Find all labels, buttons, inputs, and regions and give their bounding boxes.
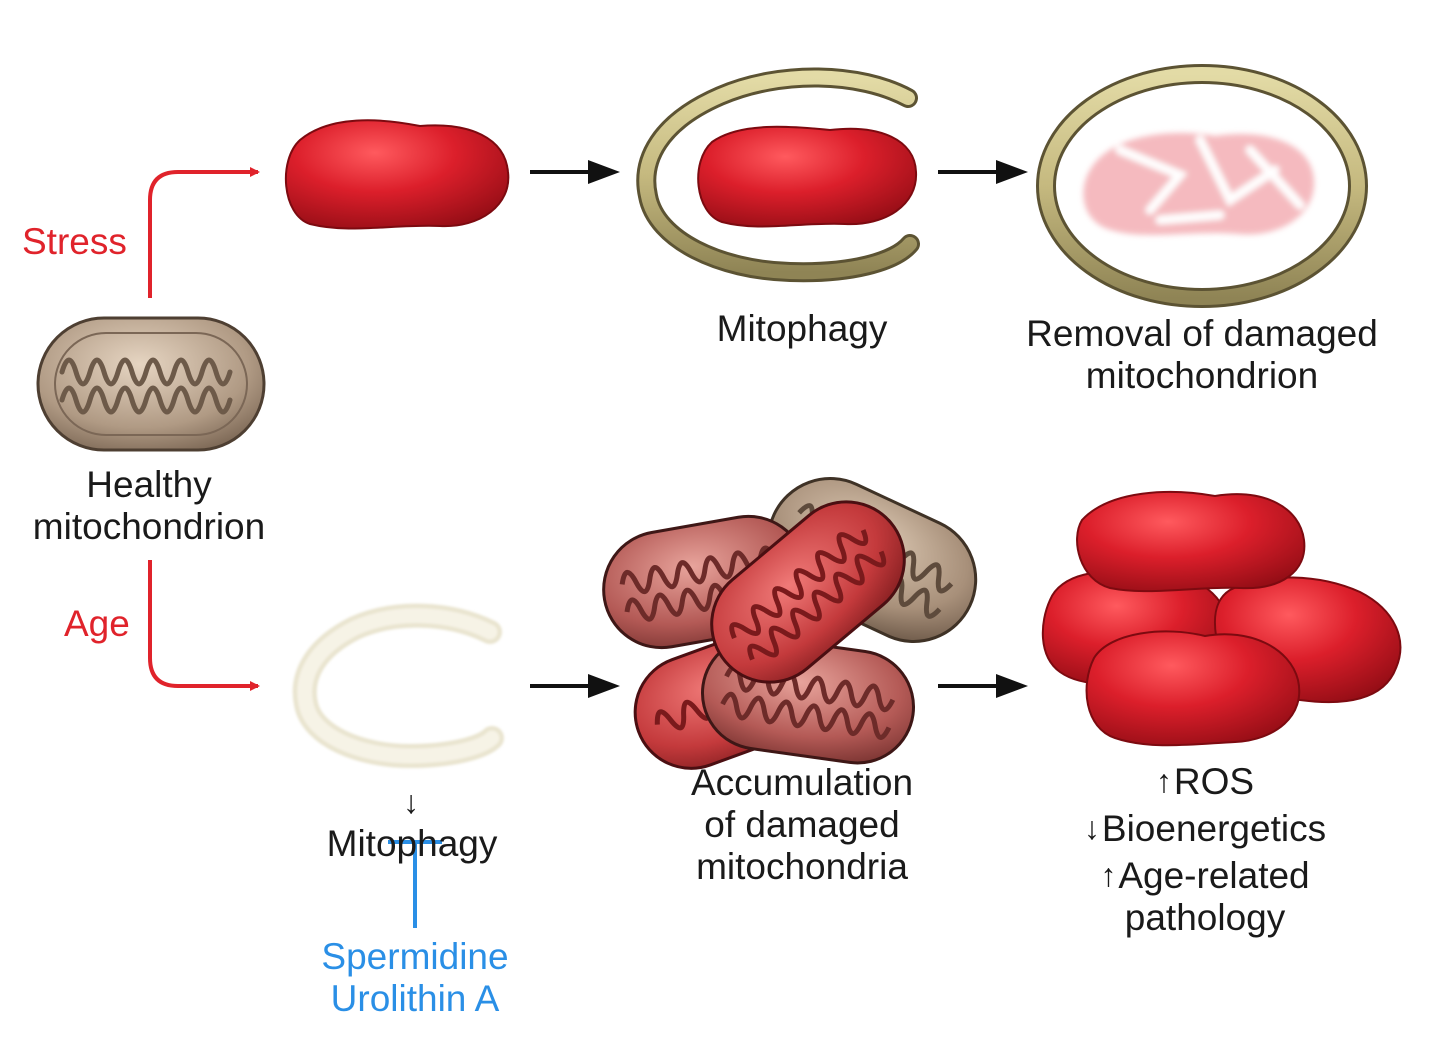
inhibitors-label: Spermidine Urolithin A <box>321 936 509 1019</box>
removal-label: Removal of damaged mitochondrion <box>1026 313 1378 396</box>
healthy-mitochondrion-label: Healthy mitochondrion <box>32 464 266 547</box>
arrow-to-accumulation <box>530 674 620 698</box>
up-arrow-icon: ↑ <box>1155 763 1172 799</box>
reduced-mitophagy-label: ↓Mitophagy <box>292 781 532 865</box>
inhibition-symbol <box>388 840 442 928</box>
down-arrow-icon: ↓ <box>403 784 419 820</box>
pathology-outcome: ↑Age-related <box>1100 855 1310 896</box>
age-label: Age <box>64 603 130 644</box>
damaged-mitochondria-cluster <box>602 477 978 770</box>
accumulation-label: Accumulation of damaged mitochondria <box>690 762 914 887</box>
healthy-mitochondrion <box>36 316 266 452</box>
arrow-to-outcomes <box>938 674 1028 698</box>
outcomes-label: ↑ROS ↓Bioenergetics ↑Age-related patholo… <box>1040 760 1370 939</box>
stress-arrow <box>148 167 260 298</box>
arrow-to-mitophagy <box>530 160 620 184</box>
stress-label: Stress <box>22 221 127 262</box>
mitophagy-label: Mitophagy <box>716 308 888 349</box>
up-arrow-icon: ↑ <box>1100 857 1117 893</box>
down-arrow-icon: ↓ <box>1083 810 1100 846</box>
bioenergetics-outcome: ↓Bioenergetics <box>1083 808 1327 849</box>
ros-outcome: ↑ROS <box>1155 761 1255 802</box>
arrow-to-removal <box>938 160 1028 184</box>
swollen-mitochondria-pile <box>1041 490 1402 747</box>
autophagosome <box>1036 64 1368 308</box>
phagophore-engulfing <box>636 67 920 283</box>
damaged-mitochondrion <box>284 119 510 230</box>
age-arrow <box>148 560 260 691</box>
faded-phagophore <box>292 603 504 769</box>
